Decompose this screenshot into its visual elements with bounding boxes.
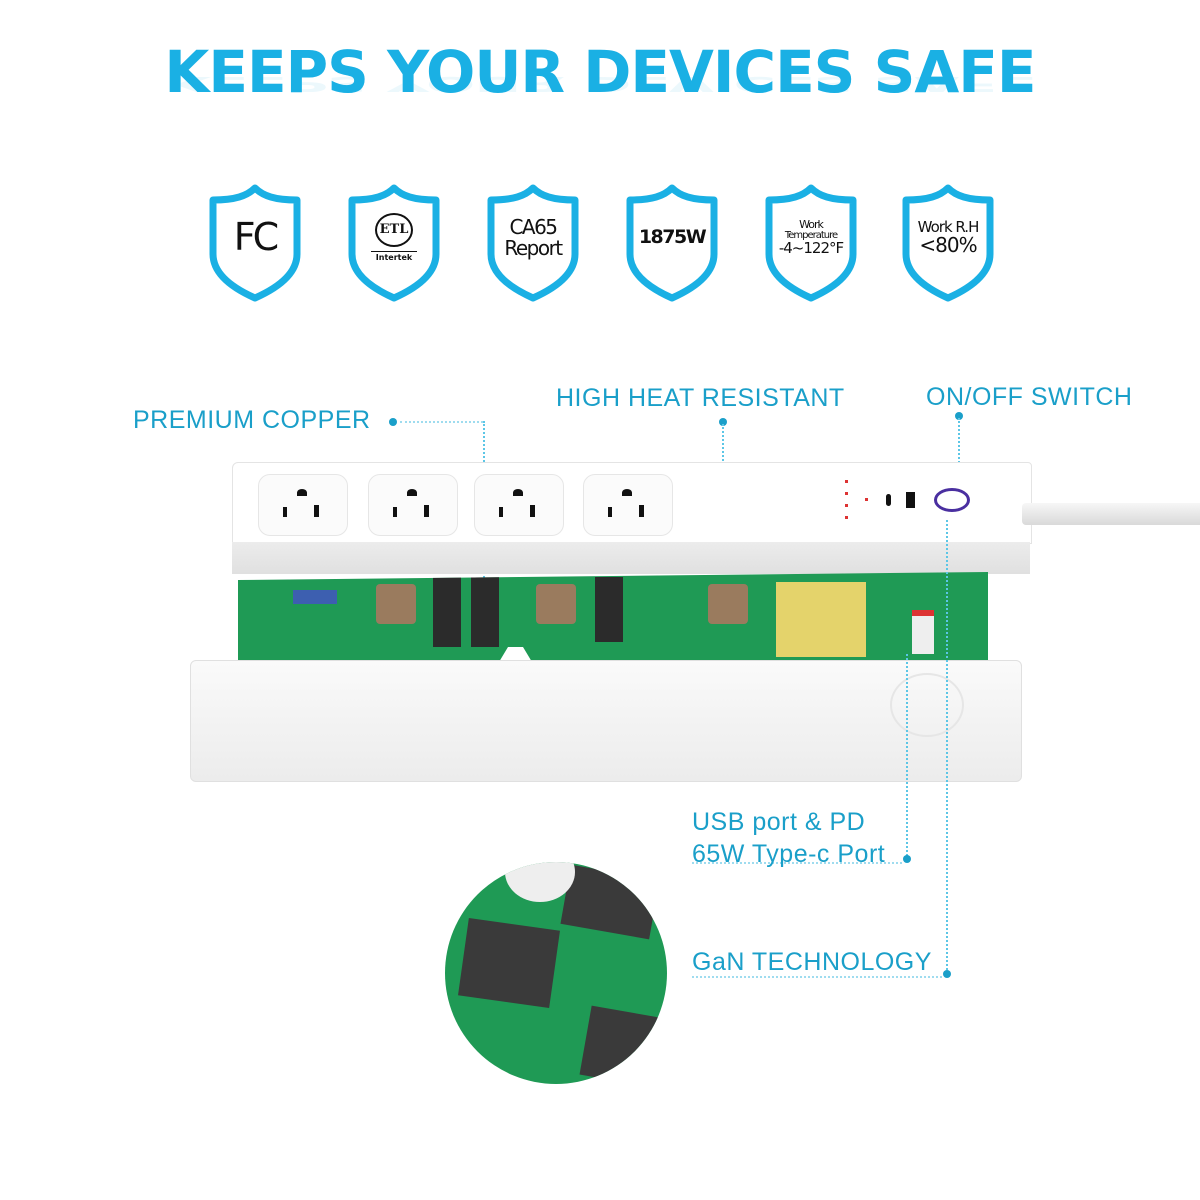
callout-line [692, 862, 902, 864]
badge-line: -4~122°F [778, 239, 844, 258]
power-strip-base [190, 655, 1022, 782]
callout-line [958, 418, 960, 486]
usb-a-port[interactable] [906, 492, 915, 508]
copper-terminal [708, 584, 748, 624]
copper-terminal [376, 584, 416, 624]
premium-copper-label: PREMIUM COPPER [133, 406, 371, 434]
ac-outlet [583, 474, 673, 536]
badge-line: Temperature [784, 229, 838, 241]
badge-line: 1875W [638, 226, 707, 249]
transformer [776, 582, 866, 657]
callout-line [946, 520, 948, 970]
ac-outlet [474, 474, 564, 536]
relay-component [471, 577, 499, 647]
ac-outlet [258, 474, 348, 536]
indicator-led [865, 498, 868, 501]
on-off-switch-label: ON/OFF SWITCH [926, 383, 1133, 411]
etl-badge: ETL Intertek [346, 182, 442, 302]
callout-dot [719, 418, 727, 426]
shield-icon [487, 184, 579, 302]
copper-terminal [536, 584, 576, 624]
gan-chip [579, 1005, 667, 1084]
relay-component [595, 577, 623, 642]
gan-technology-label: GaN TECHNOLOGY [692, 948, 932, 976]
callout-dot [903, 855, 911, 863]
callout-line [400, 421, 483, 423]
callout-dot [389, 418, 397, 426]
badge-line: Report [504, 236, 563, 260]
shield-icon [902, 184, 994, 302]
gan-chip [458, 917, 560, 1009]
circuit-board [238, 572, 988, 672]
etl-intertek-logo: ETL Intertek [346, 182, 442, 302]
title-reflection: KEEPS YOUR DEVICES SAFE [164, 72, 1036, 96]
callout-dot [955, 412, 963, 420]
badge-line: Work R.H [917, 217, 980, 236]
callout-line [906, 654, 908, 856]
shield-icon [209, 184, 301, 302]
high-heat-label: HIGH HEAT RESISTANT [556, 384, 845, 412]
ca65-badge: CA65 Report [485, 182, 581, 302]
usb-pd-label: USB port & PD 65W Type-c Port [692, 808, 886, 868]
callout-dot [943, 970, 951, 978]
callout-line [692, 976, 942, 978]
power-badge: 1875W [624, 182, 720, 302]
fcc-badge: FC [207, 182, 303, 302]
badge-line: CA65 [509, 215, 558, 239]
humidity-badge: Work R.H <80% [900, 182, 996, 302]
shield-icon [626, 184, 718, 302]
badge-line: <80% [919, 233, 977, 258]
gan-chip [560, 864, 660, 940]
shield-icon [765, 184, 857, 302]
page-title: KEEPS YOUR DEVICES SAFE [164, 38, 1036, 106]
fcc-logo: FC [233, 215, 279, 260]
capacitor [912, 610, 934, 654]
ac-outlet [368, 474, 458, 536]
badge-line: Work [799, 218, 824, 232]
gan-closeup-image [445, 862, 667, 1084]
chip [293, 590, 337, 604]
relay-component [433, 577, 461, 647]
temperature-badge: Work Temperature -4~122°F [763, 182, 859, 302]
indicator-leds [845, 480, 848, 519]
on-off-switch-button[interactable] [934, 488, 970, 512]
usb-c-port[interactable] [886, 494, 891, 506]
power-cable [1022, 503, 1200, 525]
